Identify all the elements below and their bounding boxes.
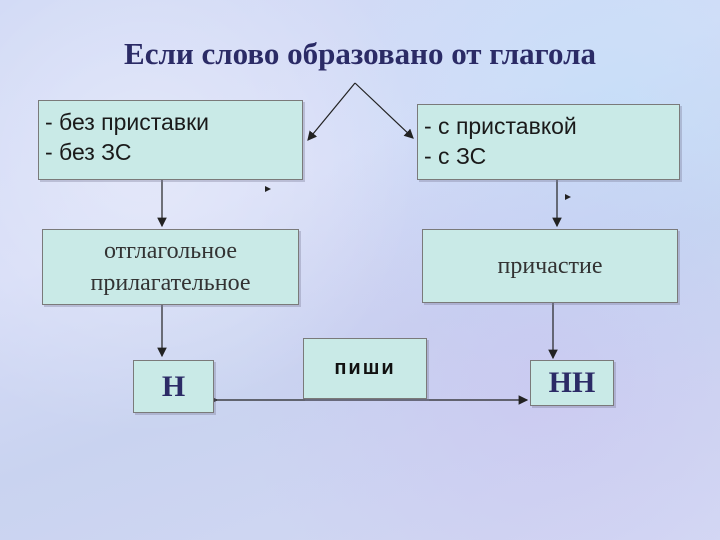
left-category-box: отглагольное прилагательное [42,229,299,305]
left-category-line1: отглагольное [103,238,238,264]
left-result-label: Н [161,369,186,403]
left-condition-line2: - без ЗС [45,139,132,165]
left-condition-line1: - без приставки [45,109,209,135]
right-condition-line2: - с ЗС [424,143,487,169]
right-condition-line1: - с приставкой [424,113,577,139]
left-condition-box: - без приставки - без ЗС [38,100,303,180]
stray-marker-right [565,194,571,200]
fork-arrow-left [307,82,356,141]
write-box: пиши [303,338,427,399]
stray-marker-left [265,186,271,192]
right-condition-box: - с приставкой - с ЗС [417,104,680,180]
right-result-box: НН [530,360,614,406]
write-label: пиши [334,357,396,379]
page-title: Если слово образовано от глагола [124,36,596,71]
right-result-label: НН [548,366,596,399]
fork-arrow-right [354,82,414,139]
right-category-box: причастие [422,229,678,303]
right-category-label: причастие [497,253,603,279]
left-category-line2: прилагательное [90,270,251,296]
left-result-box: Н [133,360,214,413]
